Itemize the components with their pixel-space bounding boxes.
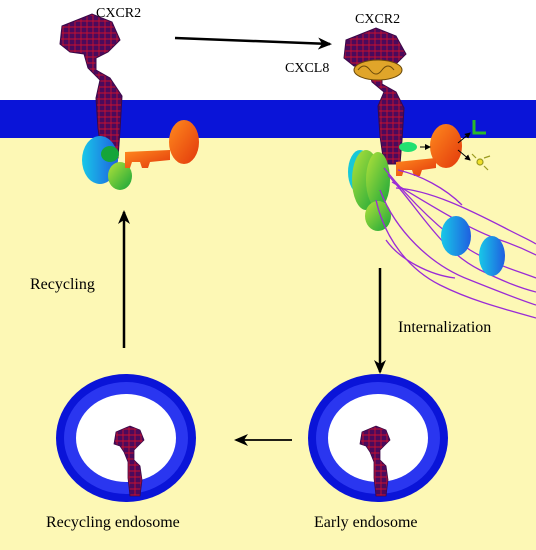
label-internalization: Internalization <box>398 319 491 336</box>
adaptor-protein-2 <box>479 236 505 276</box>
g-protein-left <box>82 136 132 190</box>
cxcl8-ligand <box>353 59 403 81</box>
label-recycling: Recycling <box>30 276 95 293</box>
label-early-endosome: Early endosome <box>314 514 418 531</box>
recycling-endosome <box>56 374 196 502</box>
actin-filaments <box>375 167 536 319</box>
early-endosome <box>308 374 448 502</box>
activation-arrow <box>174 36 332 50</box>
label-recycling-endosome: Recycling endosome <box>46 514 180 531</box>
label-cxcr2-right: CXCR2 <box>355 12 400 27</box>
label-cxcr2-left: CXCR2 <box>96 6 141 21</box>
g-protein-right <box>348 150 391 231</box>
yellow-molecule-icon <box>471 153 491 171</box>
effector-right <box>396 124 462 176</box>
effector-left <box>125 120 199 168</box>
label-cxcl8: CXCL8 <box>285 61 329 76</box>
signal-products <box>457 120 491 171</box>
adaptor-protein-1 <box>441 216 471 256</box>
cxcr2-receptor-left <box>59 13 123 159</box>
green-l-icon <box>472 120 486 135</box>
